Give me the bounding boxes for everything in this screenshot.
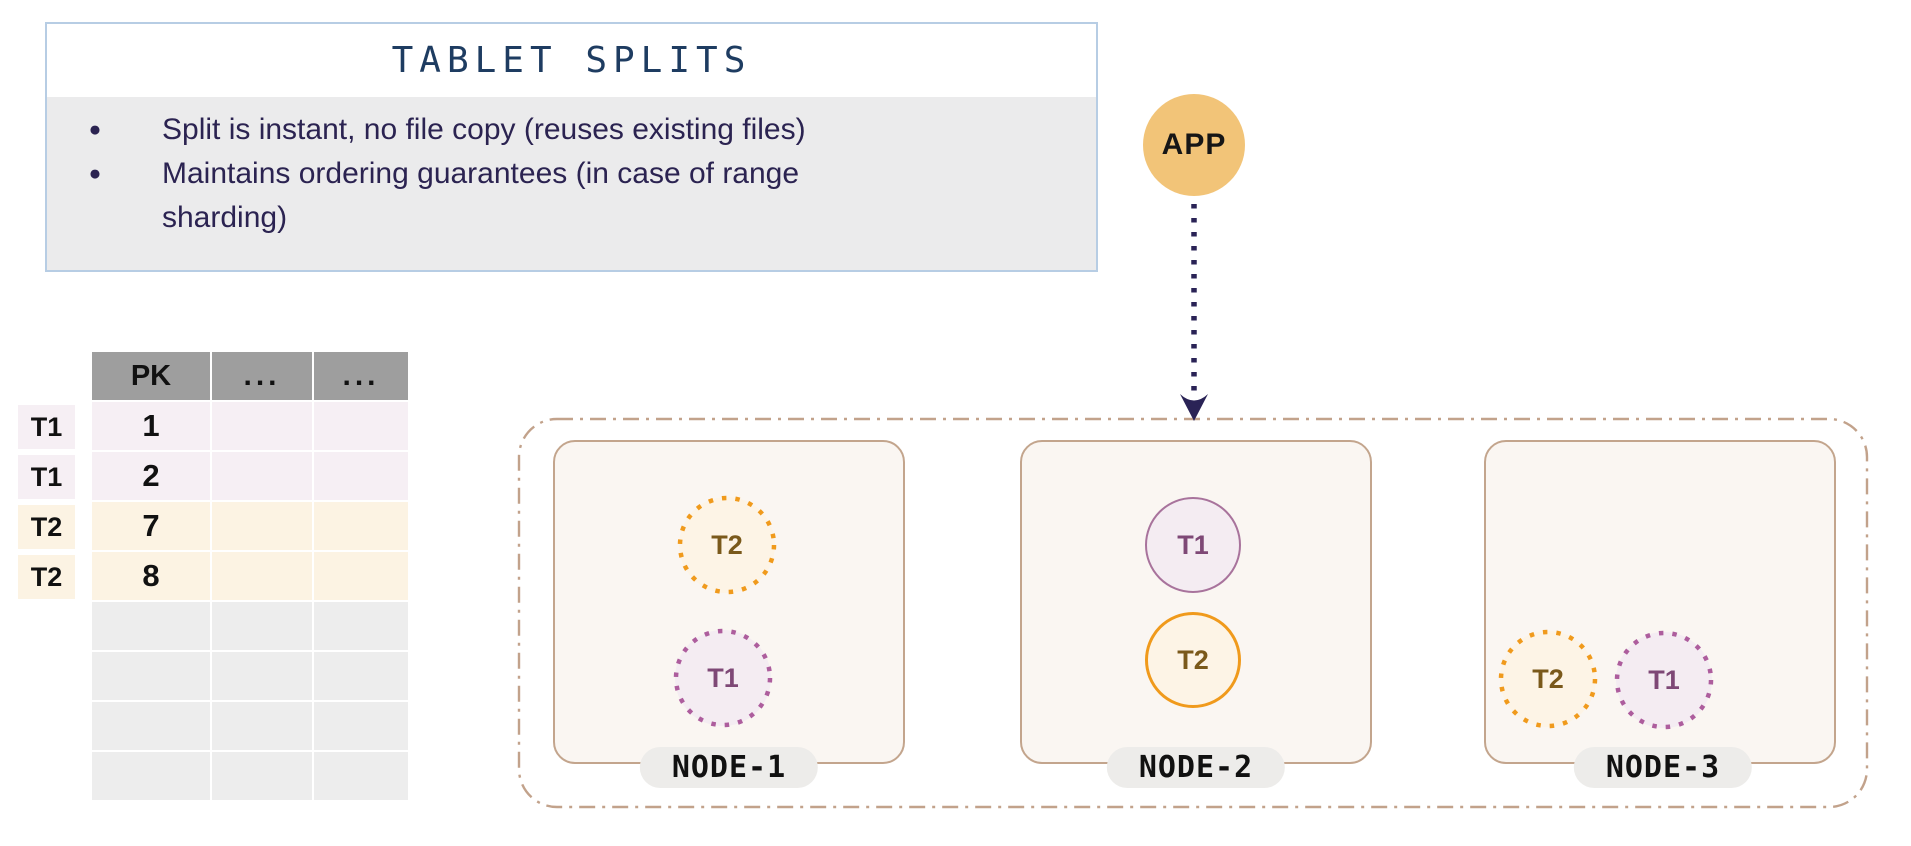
table-cell <box>314 552 408 600</box>
bullet-icon: ● <box>88 162 102 185</box>
tablet-label: T2 <box>711 529 743 560</box>
info-box-body: ● Split is instant, no file copy (reuses… <box>47 97 1096 240</box>
tablet-t1-leader: T1 <box>1145 497 1241 593</box>
row-tag-t1: T1 <box>18 405 75 449</box>
empty-cell <box>92 602 210 650</box>
table-cell <box>314 402 408 450</box>
table-cell <box>212 502 312 550</box>
row-tag-t2: T2 <box>18 505 75 549</box>
node-3-label: NODE-3 <box>1573 747 1753 788</box>
empty-cell <box>314 702 408 750</box>
info-box: TABLET SPLITS ● Split is instant, no fil… <box>45 22 1098 272</box>
tablet-label: T1 <box>707 662 739 693</box>
table-cell <box>314 502 408 550</box>
tablet-label: T1 <box>1648 664 1680 695</box>
empty-cell <box>212 752 312 800</box>
tablet-label: T2 <box>1177 644 1209 675</box>
empty-cell <box>314 752 408 800</box>
app-label: APP <box>1161 128 1227 161</box>
bullet-icon: ● <box>88 118 102 141</box>
tablet-t1-replica: T1 <box>1614 630 1714 730</box>
tablet-label: T2 <box>1532 663 1564 694</box>
pk-table: PK ... ... 1 2 7 8 <box>92 352 408 800</box>
table-cell-pk: 7 <box>92 502 210 550</box>
node-1-label: NODE-1 <box>639 747 819 788</box>
row-tag-t1: T1 <box>18 455 75 499</box>
table-cell <box>314 452 408 500</box>
empty-cell <box>92 752 210 800</box>
page-title: TABLET SPLITS <box>391 40 752 81</box>
column-header-pk: PK <box>92 352 210 400</box>
table-cell <box>212 452 312 500</box>
tablet-t2-replica: T2 <box>1498 629 1598 729</box>
node-2-box <box>1020 440 1372 764</box>
empty-cell <box>212 602 312 650</box>
tablet-label: T1 <box>1177 529 1209 560</box>
tablet-t2-replica: T2 <box>677 495 777 595</box>
bullet-text: Split is instant, no file copy (reuses e… <box>162 113 806 146</box>
bullet-item: ● Maintains ordering guarantees (in case… <box>47 152 1096 240</box>
empty-cell <box>314 652 408 700</box>
empty-cell <box>92 702 210 750</box>
bullet-text: Maintains ordering guarantees (in case o… <box>162 157 800 234</box>
info-box-header: TABLET SPLITS <box>47 24 1096 97</box>
table-cell <box>212 402 312 450</box>
empty-cell <box>314 602 408 650</box>
tablet-t2-leader: T2 <box>1145 612 1241 708</box>
empty-cell <box>212 702 312 750</box>
arrowhead-down-icon <box>1180 394 1208 421</box>
empty-cell <box>92 652 210 700</box>
tablet-t1-replica: T1 <box>673 628 773 728</box>
node-2-label: NODE-2 <box>1106 747 1286 788</box>
column-header-dots: ... <box>314 352 408 400</box>
row-tag-t2: T2 <box>18 555 75 599</box>
app-node: APP <box>1143 94 1245 196</box>
table-cell-pk: 2 <box>92 452 210 500</box>
table-cell-pk: 1 <box>92 402 210 450</box>
empty-cell <box>212 652 312 700</box>
table-cell <box>212 552 312 600</box>
column-header-dots: ... <box>212 352 312 400</box>
bullet-item: ● Split is instant, no file copy (reuses… <box>47 108 1096 152</box>
table-cell-pk: 8 <box>92 552 210 600</box>
